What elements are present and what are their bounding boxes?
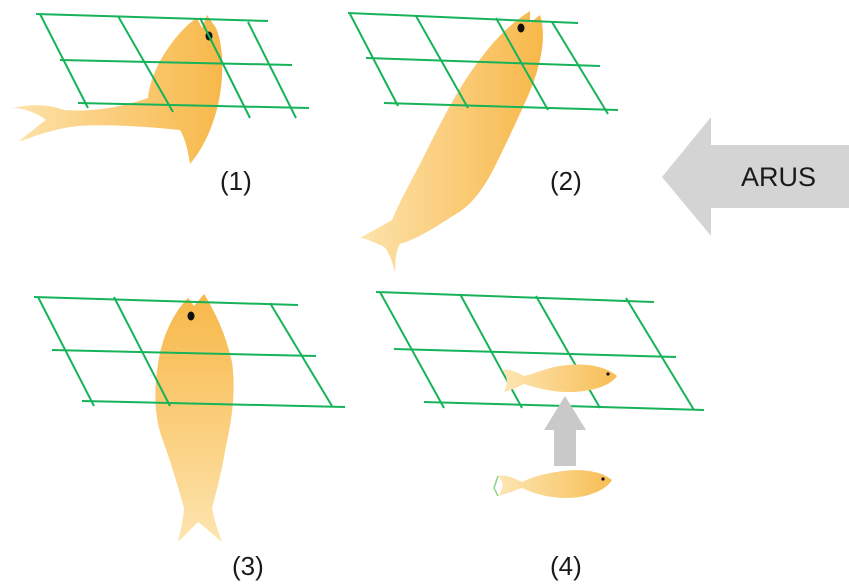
panel-1: (1)	[12, 13, 310, 196]
fish-4-upper	[502, 364, 617, 392]
net-grid-3	[33, 296, 346, 408]
fish-icon	[360, 11, 543, 272]
panel-2: (2)	[347, 11, 619, 272]
fish-1-body	[12, 15, 223, 164]
panel-3-label: (3)	[232, 551, 264, 581]
panel-1-label: (1)	[220, 166, 252, 196]
fish-4-lower	[493, 470, 612, 498]
fish-2-body	[360, 11, 543, 272]
fish-eye	[517, 23, 525, 33]
up-arrow-icon	[544, 396, 586, 466]
panel-4: (4)	[375, 291, 705, 581]
fish-icon	[498, 470, 612, 498]
fish-icon	[155, 294, 234, 542]
panel-3: (3)	[33, 294, 346, 581]
fish-icon	[502, 364, 617, 392]
fish-eye	[601, 477, 605, 481]
fish-icon	[12, 15, 223, 164]
net-grid-2	[347, 12, 619, 115]
current-arrow: ARUS	[662, 117, 849, 236]
fish-eye	[606, 372, 610, 376]
panel-4-label: (4)	[550, 551, 582, 581]
panel-2-label: (2)	[550, 166, 582, 196]
current-label: ARUS	[741, 162, 816, 192]
net-grid-4	[375, 291, 705, 411]
current-arrow-icon	[662, 117, 849, 236]
fish-eye	[187, 311, 195, 321]
net-grid-1	[35, 13, 310, 119]
fish-tail-outline	[493, 475, 499, 497]
fish-3-body	[155, 294, 234, 542]
